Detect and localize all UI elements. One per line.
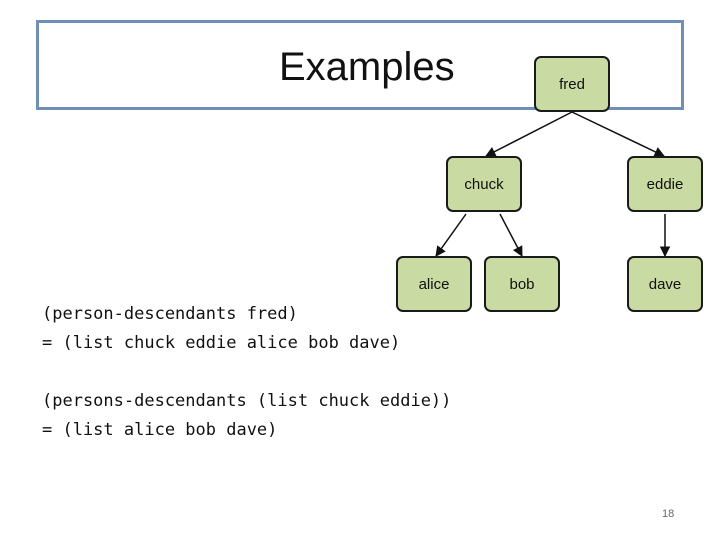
slide-number: 18 [662,508,675,520]
node-eddie-label: eddie [646,175,684,193]
node-bob: bob [484,256,560,312]
example-2: (persons-descendants (list chuck eddie))… [42,387,451,445]
example-2-result: = (list alice bob dave) [42,420,278,440]
example-1-result: = (list chuck eddie alice bob dave) [42,333,401,353]
slide-title: Examples [279,45,455,89]
edge-chuck-bob [499,213,523,257]
node-fred-label: fred [559,75,585,93]
example-1-expr: (person-descendants fred) [42,304,298,324]
node-chuck-label: chuck [464,175,504,193]
node-alice: alice [396,256,472,312]
edge-fred-eddie [571,111,665,157]
node-dave: dave [627,256,703,312]
example-1: (person-descendants fred) = (list chuck … [42,300,400,358]
node-bob-label: bob [509,275,535,293]
node-chuck: chuck [446,156,522,212]
node-alice-label: alice [418,275,450,293]
node-dave-label: dave [648,275,682,293]
edge-chuck-alice [435,213,467,257]
node-fred: fred [534,56,610,112]
node-eddie: eddie [627,156,703,212]
edge-fred-chuck [485,111,573,157]
example-2-expr: (persons-descendants (list chuck eddie)) [42,391,452,411]
